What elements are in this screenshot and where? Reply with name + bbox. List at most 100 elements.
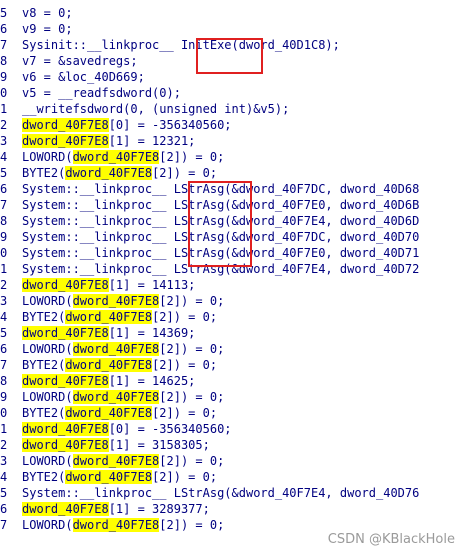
code-line[interactable]: 8 v7 = &savedregs; (0, 53, 465, 69)
code-line[interactable]: 9 v6 = &loc_40D669; (0, 69, 465, 85)
code-text: System::__linkproc__ LStrAsg(&dword_40F7… (22, 230, 420, 244)
code-text: LOWORD( (22, 294, 73, 308)
line-number: 6 (0, 502, 8, 516)
code-text: [1] = 14113; (108, 278, 196, 292)
highlighted-token: dword_40F7E8 (22, 422, 109, 436)
line-number: 2 (0, 118, 8, 132)
line-number: 1 (0, 102, 8, 116)
code-text: [2]) = 0; (152, 470, 218, 484)
code-text: [2]) = 0; (159, 518, 225, 532)
line-number: 7 (0, 198, 8, 212)
line-number: 8 (0, 374, 8, 388)
line-number: 3 (0, 134, 8, 148)
code-text: v7 = &savedregs; (22, 54, 138, 68)
code-text: [1] = 3158305; (108, 438, 210, 452)
line-number: 5 (0, 486, 8, 500)
line-number: 8 (0, 54, 8, 68)
line-number: 5 (0, 6, 8, 20)
highlighted-token: dword_40F7E8 (22, 326, 109, 340)
line-number: 4 (0, 150, 8, 164)
line-number: 9 (0, 70, 8, 84)
watermark: CSDN @KBlackHole (327, 532, 455, 547)
code-text: System::__linkproc__ LStrAsg(&dword_40F7… (22, 246, 420, 260)
code-text: System::__linkproc__ LStrAsg(&dword_40F7… (22, 182, 420, 196)
annotation-box-lstrasg (188, 181, 252, 267)
line-number: 8 (0, 214, 8, 228)
code-line[interactable]: 5 v8 = 0; (0, 5, 465, 21)
line-number: 7 (0, 358, 8, 372)
line-number: 4 (0, 310, 8, 324)
highlighted-token: dword_40F7E8 (65, 310, 153, 324)
code-text: System::__linkproc__ LStrAsg(&dword_40F7… (22, 214, 420, 228)
code-text: [2]) = 0; (159, 294, 225, 308)
highlighted-token: dword_40F7E8 (22, 134, 109, 148)
line-number: 6 (0, 342, 8, 356)
line-number: 5 (0, 326, 8, 340)
highlighted-token: dword_40F7E8 (65, 358, 153, 372)
highlighted-token: dword_40F7E8 (72, 342, 160, 356)
code-text: v6 = &loc_40D669; (22, 70, 145, 84)
code-text: [0] = -356340560; (108, 422, 232, 436)
highlighted-token: dword_40F7E8 (65, 166, 153, 180)
highlighted-token: dword_40F7E8 (72, 294, 160, 308)
code-text: [2]) = 0; (159, 454, 225, 468)
line-number: 7 (0, 38, 8, 52)
annotation-box-initexe (196, 38, 263, 74)
line-number: 7 (0, 518, 8, 532)
line-number: 2 (0, 278, 8, 292)
code-text: LOWORD( (22, 342, 73, 356)
highlighted-token: dword_40F7E8 (22, 374, 109, 388)
line-number: 3 (0, 454, 8, 468)
line-number: 2 (0, 438, 8, 452)
code-line[interactable]: 5 dword_40F7E8[1] = 14369; (0, 325, 465, 341)
code-text: __writefsdword(0, (unsigned int)&v5); (22, 102, 290, 116)
highlighted-token: dword_40F7E8 (65, 406, 153, 420)
line-number: 6 (0, 22, 8, 36)
code-line[interactable]: 3 dword_40F7E8[1] = 12321; (0, 133, 465, 149)
code-line[interactable]: 1 __writefsdword(0, (unsigned int)&v5); (0, 101, 465, 117)
code-text: [2]) = 0; (159, 150, 225, 164)
code-text: LOWORD( (22, 390, 73, 404)
code-line[interactable]: 3 LOWORD(dword_40F7E8[2]) = 0; (0, 293, 465, 309)
code-line[interactable]: 8 System::__linkproc__ LStrAsg(&dword_40F… (0, 213, 465, 229)
highlighted-token: dword_40F7E8 (65, 470, 153, 484)
code-text: BYTE2( (22, 406, 66, 420)
code-text: [2]) = 0; (152, 310, 218, 324)
highlighted-token: dword_40F7E8 (22, 118, 109, 132)
code-text: [1] = 14369; (108, 326, 196, 340)
highlighted-token: dword_40F7E8 (72, 390, 160, 404)
code-text: LOWORD( (22, 518, 73, 532)
code-text: [2]) = 0; (152, 406, 218, 420)
code-text: v8 = 0; (22, 6, 73, 20)
code-text: [1] = 12321; (108, 134, 196, 148)
line-number: 1 (0, 262, 8, 276)
code-text: [2]) = 0; (152, 358, 218, 372)
line-number: 3 (0, 294, 8, 308)
line-number: 5 (0, 166, 8, 180)
